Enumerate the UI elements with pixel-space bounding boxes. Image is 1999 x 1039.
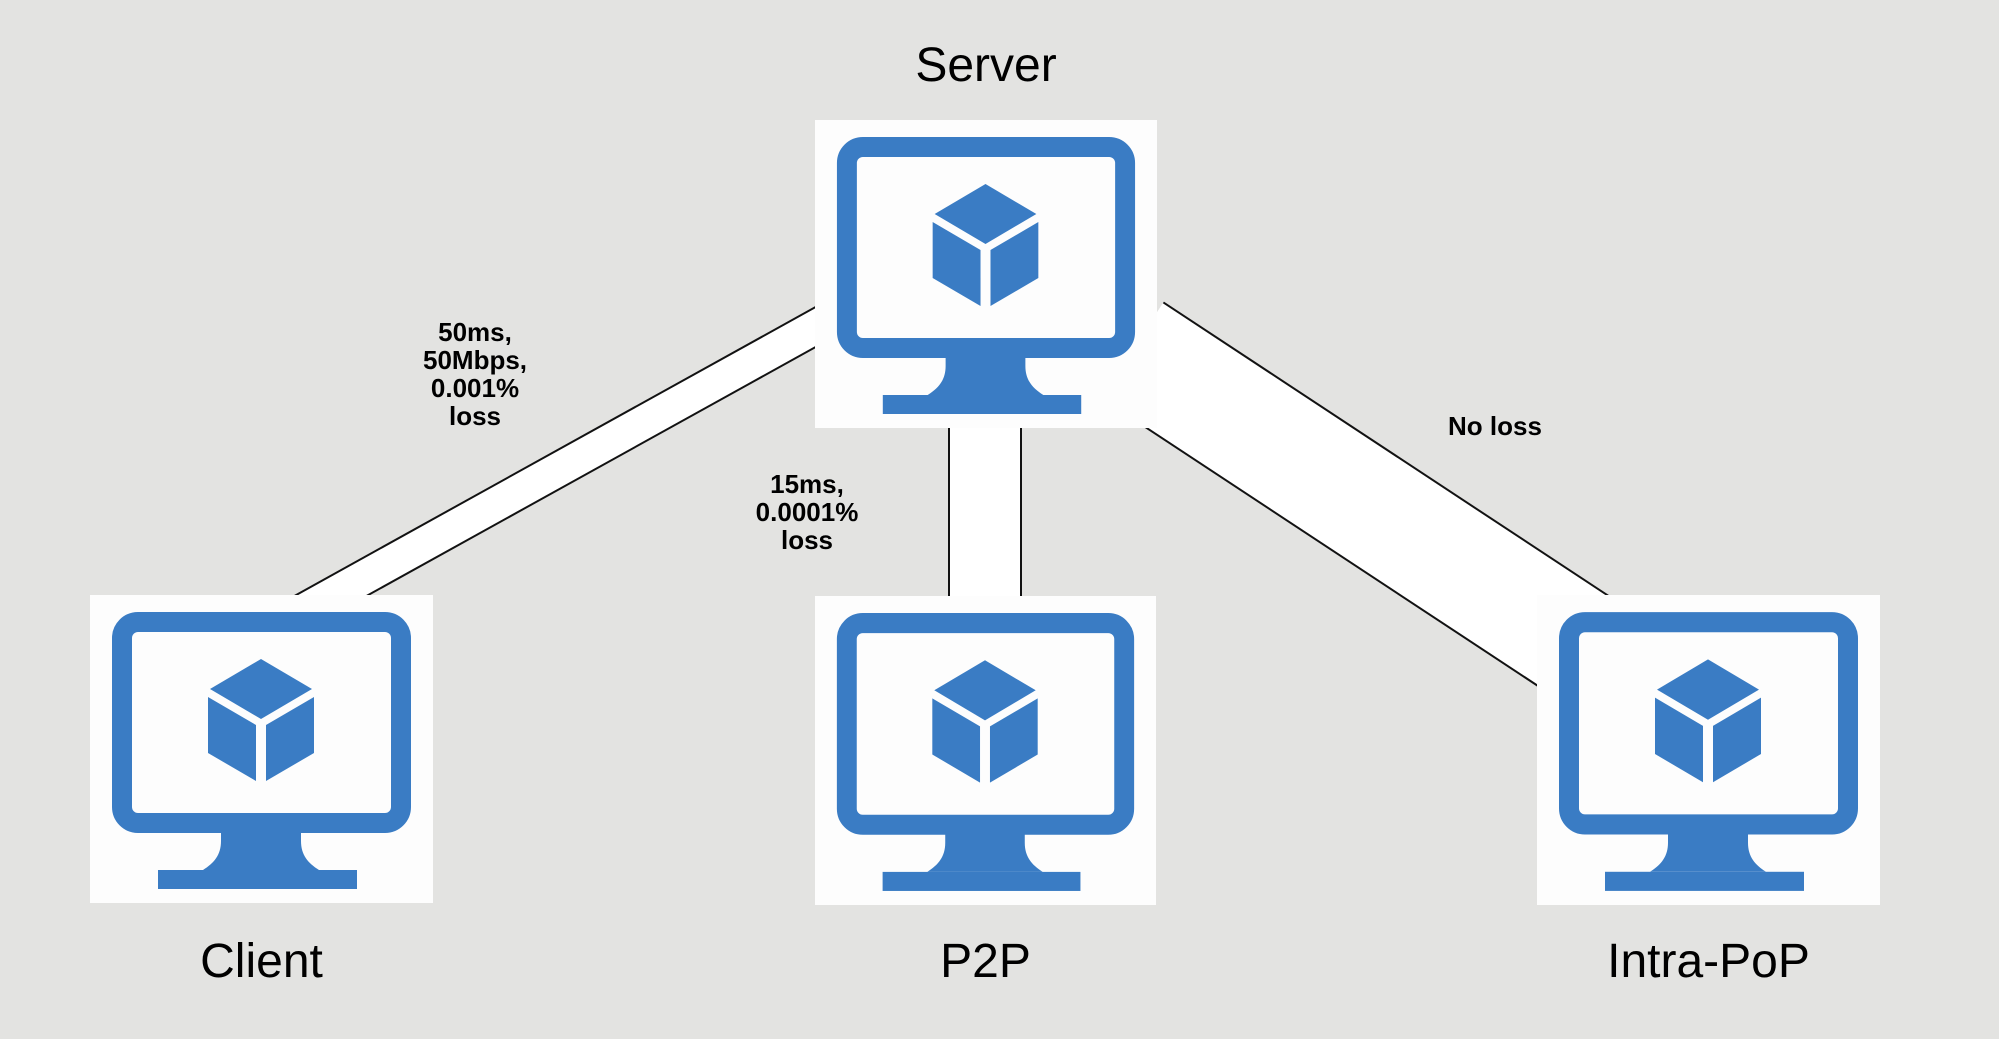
node-label-client: Client — [200, 935, 323, 988]
edge-label-server-client: 50ms, 50Mbps, 0.001% loss — [422, 317, 528, 431]
node-server — [815, 120, 1157, 428]
link-server-p2p — [948, 412, 1022, 612]
vm-monitor-icon — [815, 120, 1157, 428]
node-label-server: Server — [915, 39, 1057, 92]
node-intra-pop — [1537, 595, 1880, 905]
vm-monitor-icon — [815, 596, 1156, 905]
node-label-p2p: P2P — [940, 935, 1031, 988]
vm-monitor-icon — [90, 595, 433, 903]
node-client — [90, 595, 433, 903]
edge-label-server-p2p: 15ms, 0.0001% loss — [755, 469, 859, 555]
vm-monitor-icon — [1537, 595, 1880, 905]
edge-label-server-intra-pop: No loss — [1448, 411, 1542, 441]
node-label-intra-pop: Intra-PoP — [1607, 935, 1810, 988]
node-p2p — [815, 596, 1156, 905]
